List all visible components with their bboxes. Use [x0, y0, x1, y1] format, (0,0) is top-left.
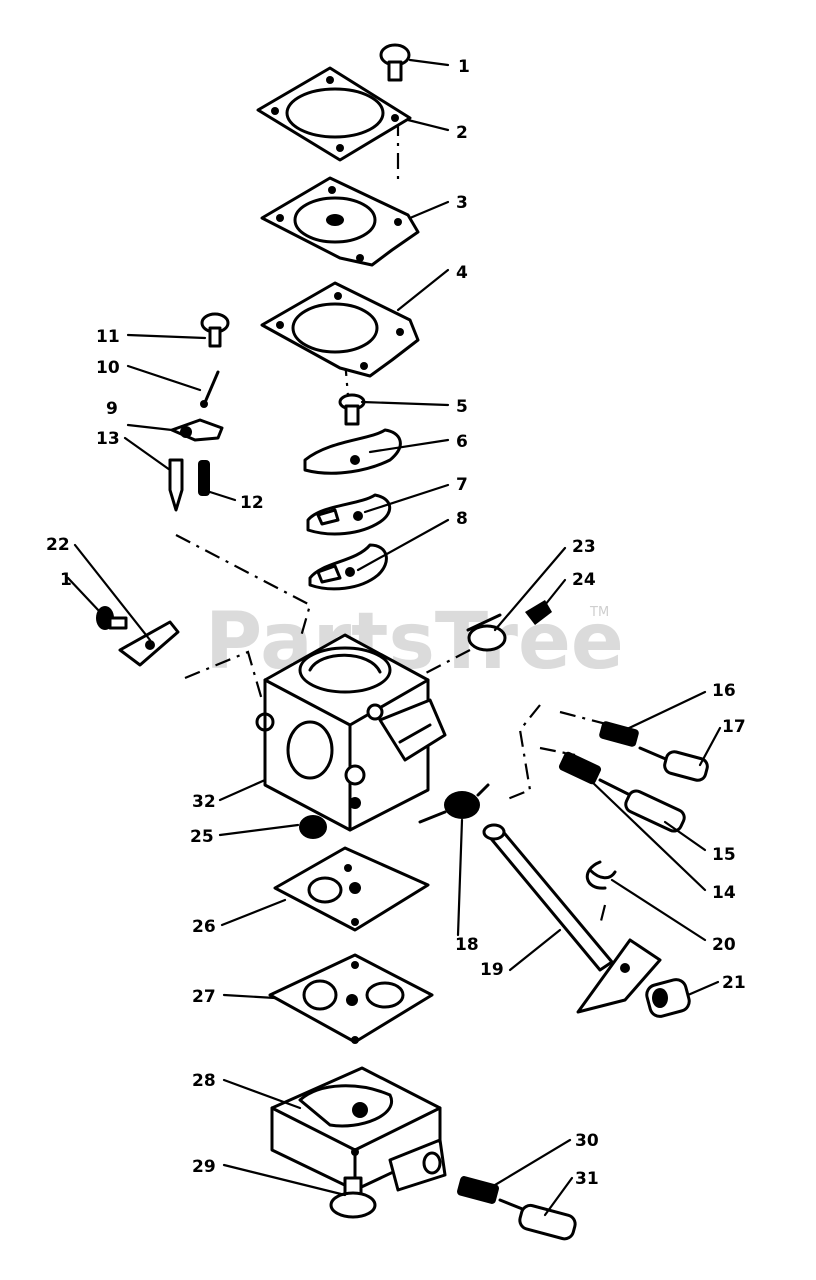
callout-9: 9	[106, 399, 118, 419]
callout-10: 10	[96, 358, 120, 378]
callout-29: 29	[192, 1157, 216, 1177]
callout-19: 19	[480, 960, 504, 980]
callout-15: 15	[712, 845, 736, 865]
part-screw-top	[379, 43, 411, 82]
part-needle-assembly	[168, 312, 230, 512]
part-diaphragm	[260, 176, 420, 267]
callout-7: 7	[456, 475, 468, 495]
part-adjust-screw	[598, 778, 686, 833]
part-cover-plate	[256, 66, 412, 162]
callout-1: 1	[458, 57, 470, 77]
callout-25: 25	[190, 827, 214, 847]
part-fuel-pump-cover	[96, 606, 180, 667]
callout-32: 32	[192, 792, 216, 812]
part-screw-31	[498, 1198, 577, 1241]
callout-18: 18	[455, 935, 479, 955]
part-screen-plug	[299, 815, 327, 839]
callout-17: 17	[722, 717, 746, 737]
callout-12: 12	[240, 493, 264, 513]
part-spring-30	[456, 1176, 500, 1204]
part-nut	[645, 978, 691, 1018]
part-lever-plate	[306, 493, 391, 536]
callout-labels: 1 2 3 4 5 6 7 8 9 10 11 12 13 14 15 16 1…	[46, 57, 746, 1189]
part-metering-lever	[303, 428, 402, 475]
part-pump-diaphragm	[268, 953, 434, 1044]
watermark-tm: TM	[589, 605, 609, 620]
callout-23: 23	[572, 537, 596, 557]
leader-lines	[66, 58, 722, 1217]
callout-20: 20	[712, 935, 736, 955]
callout-2: 2	[456, 123, 468, 143]
callout-6: 6	[456, 432, 468, 452]
part-clip	[586, 860, 617, 890]
callout-8: 8	[456, 509, 468, 529]
part-idle-spring	[599, 721, 639, 747]
callout-27: 27	[192, 987, 216, 1007]
callout-1-left: 1	[60, 570, 72, 590]
part-pump-body	[270, 1066, 447, 1192]
callout-13: 13	[96, 429, 120, 449]
callout-30: 30	[575, 1131, 599, 1151]
callout-31: 31	[575, 1169, 599, 1189]
callout-21: 21	[722, 973, 746, 993]
part-carburetor-body	[255, 633, 447, 832]
part-idle-screw	[638, 746, 709, 782]
callout-26: 26	[192, 917, 216, 937]
callout-16: 16	[712, 681, 736, 701]
part-throttle-shaft	[482, 823, 662, 1014]
part-screw-29	[329, 1176, 377, 1219]
callout-3: 3	[456, 193, 468, 213]
part-spring-14	[558, 751, 602, 785]
callout-14: 14	[712, 883, 736, 903]
part-pump-gasket	[273, 846, 430, 932]
part-lever-gasket	[308, 543, 388, 591]
callout-4: 4	[456, 263, 468, 283]
callout-22: 22	[46, 535, 70, 555]
callout-24: 24	[572, 570, 596, 590]
callout-28: 28	[192, 1071, 216, 1091]
part-return-spring	[418, 783, 490, 824]
part-filter-screen	[466, 613, 507, 652]
callout-5: 5	[456, 397, 468, 417]
part-plug	[525, 600, 552, 625]
part-gasket-upper	[260, 281, 420, 378]
callout-11: 11	[96, 327, 120, 347]
part-screw-5	[338, 393, 366, 426]
